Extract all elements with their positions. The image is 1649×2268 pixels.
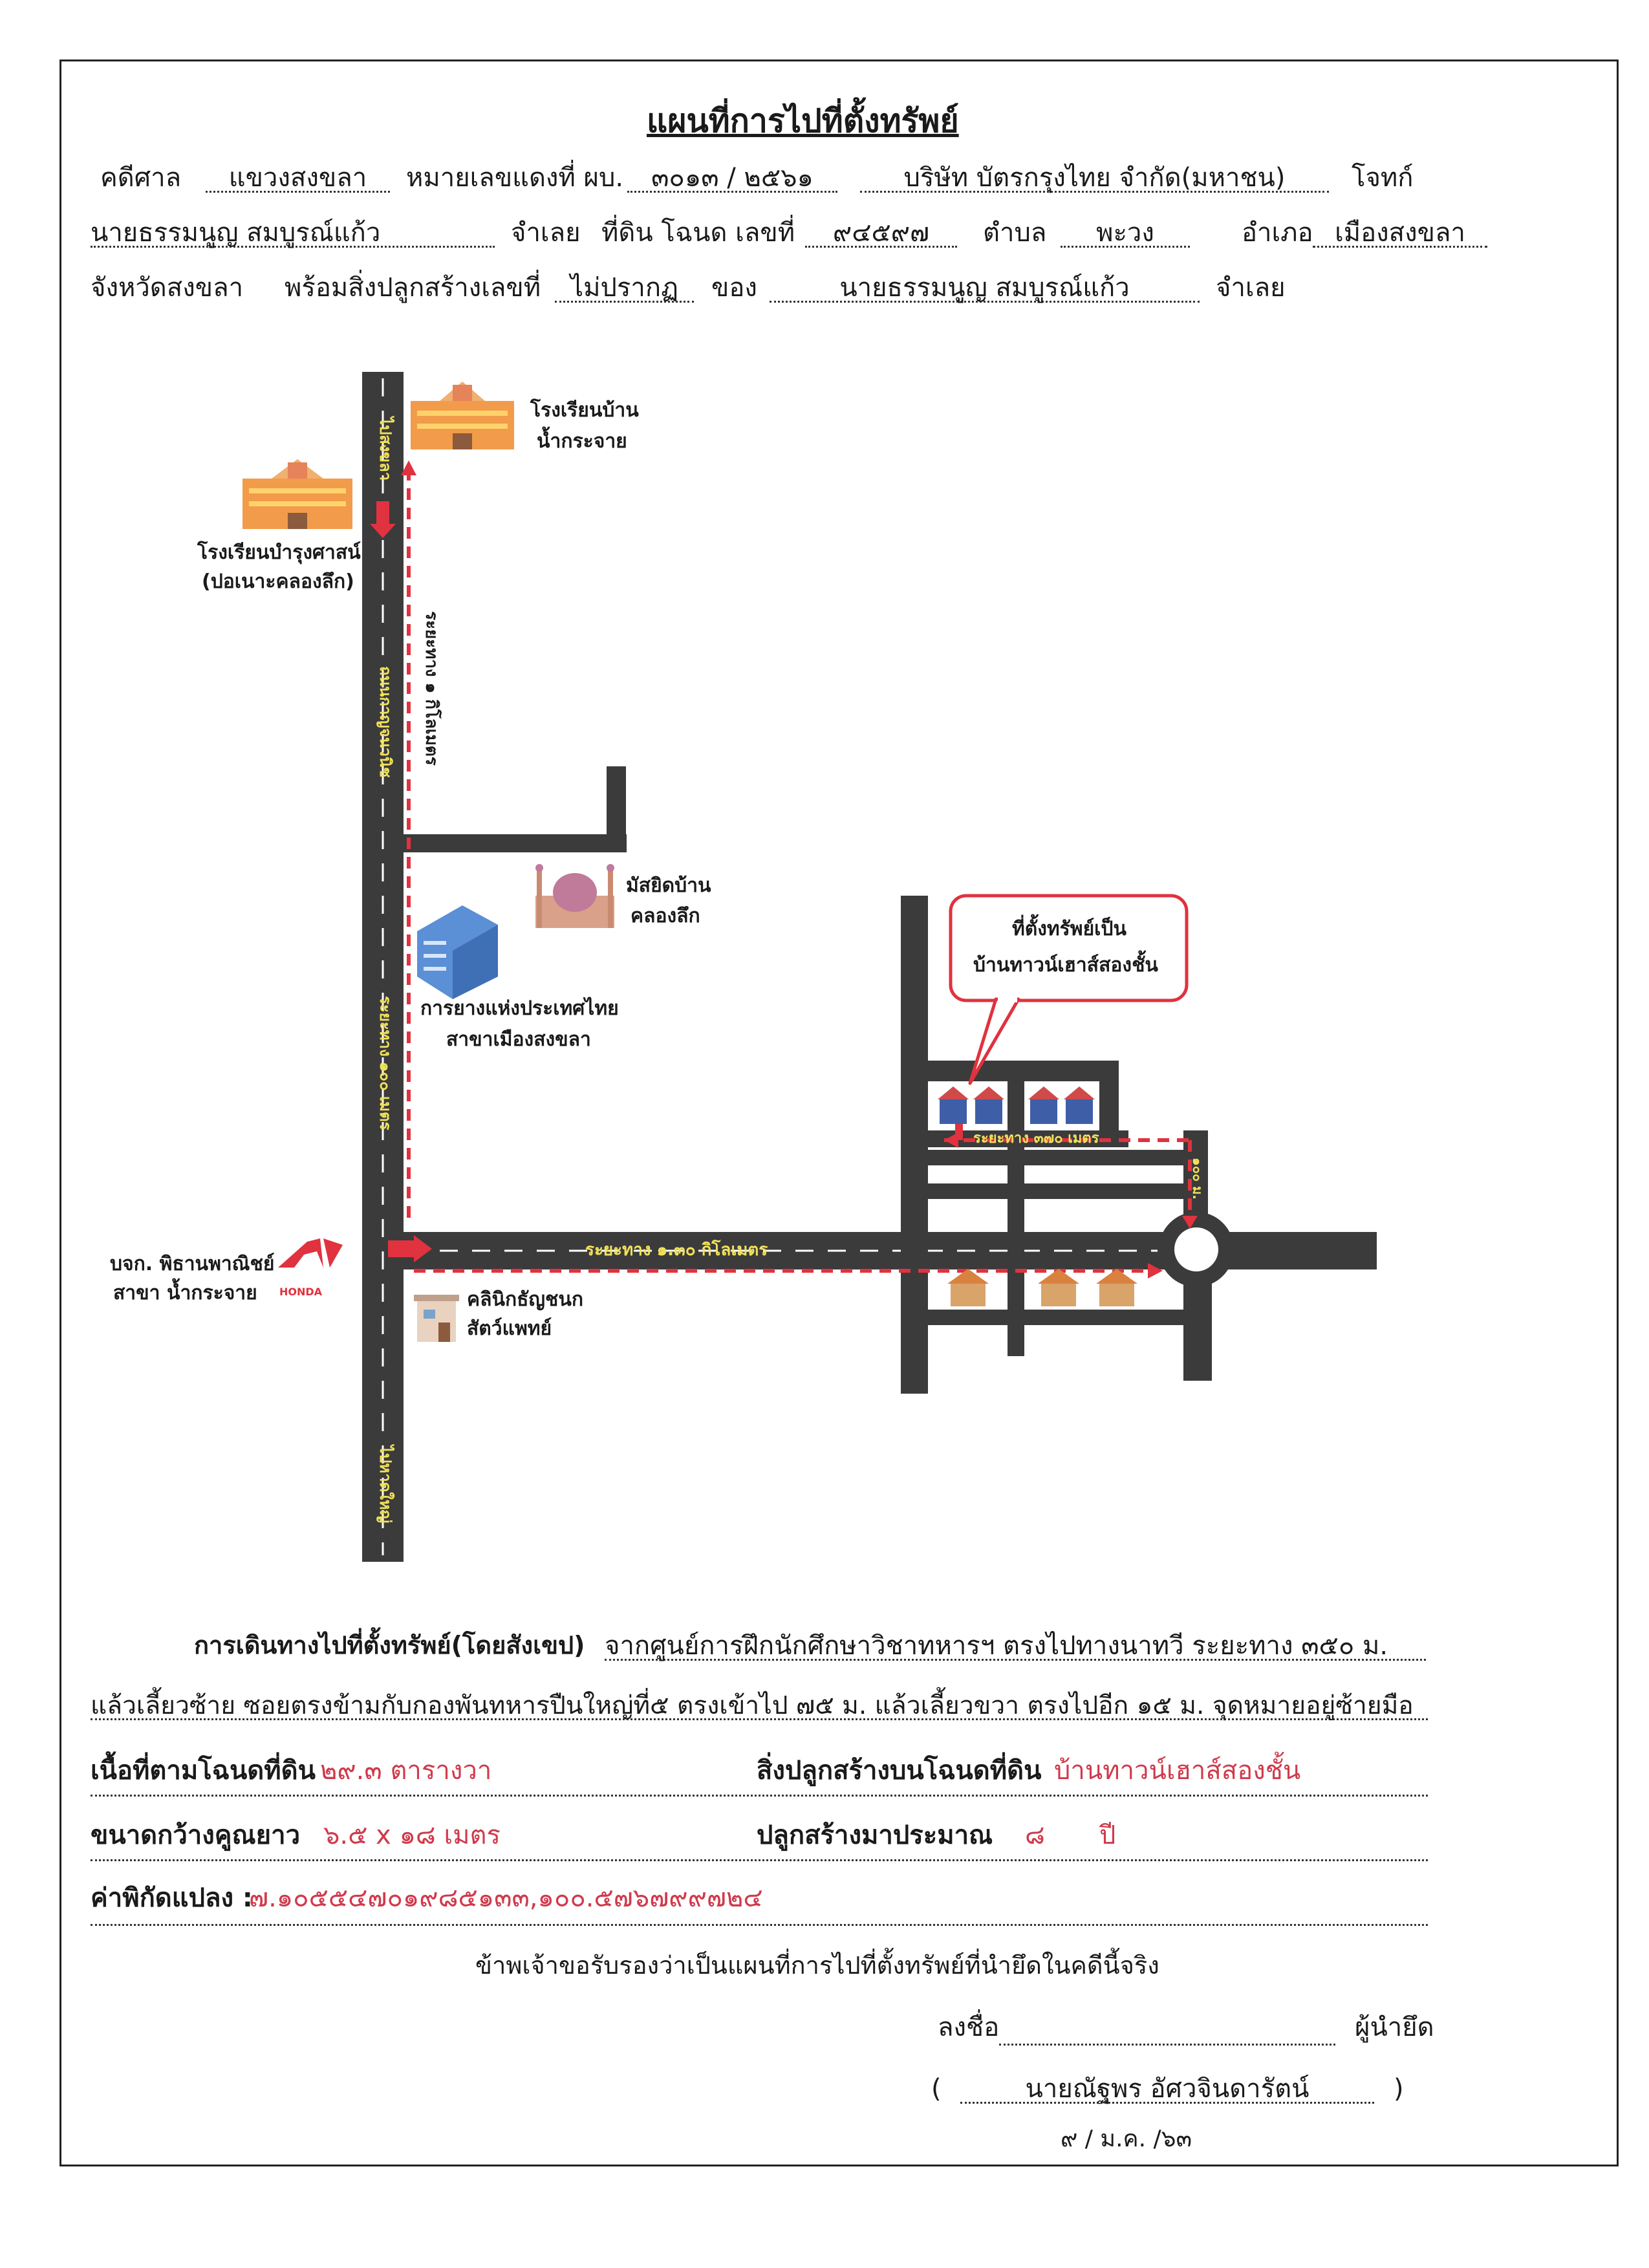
page-border bbox=[59, 59, 1619, 2166]
land-label: ที่ดิน โฉนด เลขที่ bbox=[601, 218, 795, 248]
court-value: แขวงสงขลา bbox=[206, 165, 390, 193]
school-1b-label: น้ำกระจาย bbox=[537, 430, 627, 453]
road-top-label: ไปสงขลา bbox=[376, 417, 394, 481]
callout-line-1: ที่ตั้งทรัพย์เป็น bbox=[1012, 918, 1126, 940]
signer-name: นายณัฐพร อัศวจินดารัตน์ bbox=[960, 2076, 1374, 2104]
owner-label: ของ bbox=[711, 273, 757, 303]
age-value: ๘ bbox=[1025, 1820, 1045, 1850]
certification-date: ๙ / ม.ค. /๖๓ bbox=[1061, 2126, 1192, 2152]
distance-370m-label: ระยะทาง ๓๗๐ เมตร bbox=[973, 1130, 1099, 1147]
age-label: ปลูกสร้างมาประมาณ bbox=[757, 1820, 993, 1850]
road-bottom-label: ไปหาดใหญ่ bbox=[376, 1445, 394, 1524]
page-title: แผนที่การไปที่ตั้งทรัพย์ bbox=[647, 102, 959, 140]
road-name-label: ถนนกาญจนวนิช bbox=[376, 666, 394, 778]
mosque-b-label: คลองลึก bbox=[630, 905, 700, 927]
mosque-label: มัสยิดบ้าน bbox=[626, 874, 711, 897]
directions-line-1: จากศูนย์การฝึกนักศึกษาวิชาทหารฯ ตรงไปทาง… bbox=[605, 1633, 1426, 1661]
defendant-label: จำเลย bbox=[511, 218, 581, 248]
signature-line bbox=[999, 2044, 1335, 2046]
building-value: ไม่ปรากฏ bbox=[555, 275, 694, 303]
case-label: หมายเลขแดงที่ ผบ. bbox=[406, 163, 624, 193]
callout-line-2: บ้านทาวน์เฮาส์สองชั้น bbox=[973, 954, 1158, 977]
province-text: จังหวัดสงขลา bbox=[91, 273, 244, 303]
plaintiff-label: โจทก์ bbox=[1352, 163, 1414, 193]
district-label: อำเภอ bbox=[1242, 218, 1313, 248]
age-unit: ปี bbox=[1099, 1820, 1116, 1850]
court-label: คดีศาล bbox=[100, 163, 182, 193]
detail-row-2-rule bbox=[91, 1859, 1428, 1861]
owner-value: นายธรรมนูญ สมบูรณ์แก้ว bbox=[770, 275, 1200, 303]
size-label: ขนาดกว้างคูณยาว bbox=[91, 1820, 301, 1850]
honda-logo-icon bbox=[278, 1238, 343, 1268]
townhouses-icon bbox=[938, 1086, 1095, 1124]
main-road bbox=[362, 372, 404, 1562]
directions-label: การเดินทางไปที่ตั้งทรัพย์(โดยสังเขป) bbox=[194, 1631, 585, 1659]
building-label: พร้อมสิ่งปลูกสร้างเลขที่ bbox=[285, 273, 541, 303]
case-value: ๓๐๑๓ / ๒๕๖๑ bbox=[627, 165, 837, 193]
defendant-value: นายธรรมนูญ สมบูรณ์แก้ว bbox=[91, 220, 495, 248]
coord-value: ๗.๑๐๕๕๔๗๐๑๙๘๕๑๓๓,๑๐๐.๕๗๖๗๙๙๗๒๔ bbox=[249, 1883, 763, 1913]
school-2-icon bbox=[242, 459, 352, 529]
clinic-b-label: สัตว์แพทย์ bbox=[467, 1317, 552, 1340]
route-map bbox=[242, 372, 1377, 1562]
route-path bbox=[407, 469, 1192, 1273]
office-building-icon bbox=[417, 905, 498, 999]
school-2-label: โรงเรียนบำรุงศาสน์ bbox=[197, 541, 361, 564]
school-1-icon bbox=[411, 382, 514, 449]
dealer-b-label: สาขา น้ำกระจาย bbox=[113, 1282, 257, 1304]
owner-suffix: จำเลย bbox=[1216, 273, 1286, 303]
sign-label: ลงชื่อ bbox=[938, 2013, 1000, 2042]
plaintiff-value: บริษัท บัตรกรุงไทย จำกัด(มหาชน) bbox=[860, 165, 1329, 193]
coord-label: ค่าพิกัดแปลง : bbox=[91, 1883, 253, 1913]
subdistrict-label: ตำบล bbox=[983, 218, 1047, 248]
brand-label: HONDA bbox=[279, 1286, 323, 1298]
route-arrows bbox=[370, 460, 1198, 1279]
structure-label: สิ่งปลูกสร้างบนโฉนดที่ดิน bbox=[757, 1756, 1042, 1786]
mosque-icon bbox=[535, 864, 614, 928]
roundabout bbox=[1159, 1212, 1234, 1287]
area-value: ๒๙.๓ ตารางวา bbox=[320, 1756, 492, 1786]
subdistrict-value: พะวง bbox=[1061, 220, 1190, 248]
rubber-office-b-label: สาขาเมืองสงขลา bbox=[446, 1028, 591, 1051]
structure-value: บ้านทาวน์เฮาส์สองชั้น bbox=[1054, 1756, 1301, 1786]
distance-100m-short-label: ๑๐๐ ม. bbox=[1190, 1158, 1205, 1200]
directions-line-2: แล้วเลี้ยวซ้าย ซอยตรงข้ามกับกองพันทหารปื… bbox=[91, 1693, 1428, 1720]
houses-icon bbox=[947, 1269, 1137, 1306]
clinic-label: คลินิกธัญชนก bbox=[467, 1288, 584, 1311]
deed-value: ๙๔๕๙๗ bbox=[805, 220, 957, 248]
mosque-road bbox=[404, 766, 627, 852]
dealer-label: บจก. พิธานพาณิชย์ bbox=[110, 1253, 275, 1275]
school-2b-label: (ปอเนาะคลองลึก) bbox=[202, 570, 354, 593]
detail-row-1-rule bbox=[91, 1795, 1428, 1797]
property-callout bbox=[949, 894, 1189, 1085]
detail-row-3-rule bbox=[91, 1924, 1428, 1926]
certification-statement: ข้าพเจ้าขอรับรองว่าเป็นแผนที่การไปที่ตั้… bbox=[475, 1951, 1159, 1980]
area-label: เนื้อที่ตามโฉนดที่ดิน bbox=[91, 1756, 316, 1786]
name-close-paren: ) bbox=[1394, 2074, 1404, 2104]
clinic-icon bbox=[414, 1295, 459, 1342]
distance-1km-label: ระยะทาง ๑ กิโลเมตร bbox=[422, 611, 441, 766]
name-open-paren: ( bbox=[931, 2074, 942, 2104]
rubber-office-label: การยางแห่งประเทศไทย bbox=[420, 997, 619, 1020]
distance-100m-label: ระยะทาง ๑๐๐ เมตร bbox=[376, 996, 394, 1130]
signer-role: ผู้นำยึด bbox=[1355, 2013, 1434, 2042]
distance-130km-label: ระยะทาง ๑.๓๐ กิโลเมตร bbox=[585, 1240, 768, 1260]
school-1-label: โรงเรียนบ้าน bbox=[530, 399, 639, 422]
district-value: เมืองสงขลา bbox=[1313, 220, 1487, 248]
size-value: ๖.๕ x ๑๘ เมตร bbox=[323, 1820, 501, 1850]
